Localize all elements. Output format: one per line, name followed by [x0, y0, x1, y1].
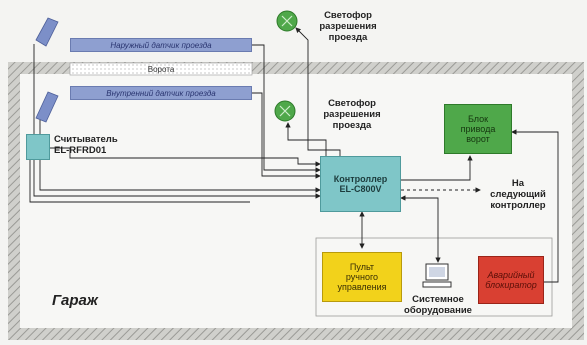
- traffic-light-2-icon: [274, 100, 296, 122]
- next-controller-label: На следующий контроллер: [490, 178, 546, 211]
- reader-device: [26, 134, 50, 160]
- room-label: Гараж: [52, 292, 98, 309]
- traffic-light-2-label: Светофор разрешения проезда: [323, 98, 381, 131]
- system-equipment-label: Системное оборудование: [404, 294, 472, 316]
- traffic-light-1-label: Светофор разрешения проезда: [319, 10, 377, 43]
- traffic-light-1-icon: [276, 10, 298, 32]
- alarm-blocker-box: Аварийный блокиратор: [478, 256, 544, 304]
- inner-sensor: Внутренний датчик проезда: [70, 86, 252, 100]
- manual-panel-box: Пульт ручного управления: [322, 252, 402, 302]
- controller-box: Контроллер EL-C800V: [320, 156, 401, 212]
- gate: [69, 62, 253, 76]
- gate-label: Ворота: [147, 64, 175, 74]
- gate-drive-box: Блок привода ворот: [444, 104, 512, 154]
- computer-icon: [422, 263, 452, 288]
- outer-sensor: Наружный датчик проезда: [70, 38, 252, 52]
- inner-sensor-emitter-icon: [35, 91, 59, 123]
- outer-sensor-emitter-icon: [35, 17, 59, 47]
- reader-label: Считыватель EL-RFRD01: [54, 134, 118, 156]
